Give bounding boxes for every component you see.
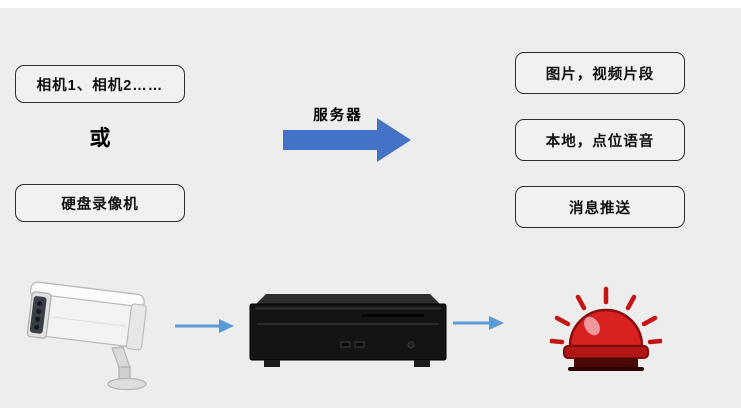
cameras-box: 相机1、相机2……	[15, 65, 185, 103]
push-box: 消息推送	[515, 186, 685, 228]
push-label: 消息推送	[569, 200, 631, 217]
server-block-arrow-icon	[283, 118, 411, 162]
camera-to-server-arrow-icon	[175, 319, 234, 333]
media-box: 图片，视频片段	[515, 52, 685, 94]
server-label: 服务器	[313, 108, 363, 124]
audio-label: 本地，点位语音	[545, 133, 655, 150]
server-to-alarm-arrow-icon	[453, 316, 504, 330]
or-label: 或	[89, 127, 111, 150]
dvr-label: 硬盘录像机	[61, 196, 139, 213]
cameras-label: 相机1、相机2……	[36, 77, 164, 94]
audio-box: 本地，点位语音	[515, 119, 685, 161]
alarm-siren-image	[550, 286, 662, 371]
media-label: 图片，视频片段	[545, 66, 655, 83]
top-strip	[0, 0, 741, 8]
surveillance-camera-image	[26, 281, 147, 391]
dvr-box: 硬盘录像机	[15, 184, 185, 222]
server-chassis-image	[249, 294, 447, 367]
